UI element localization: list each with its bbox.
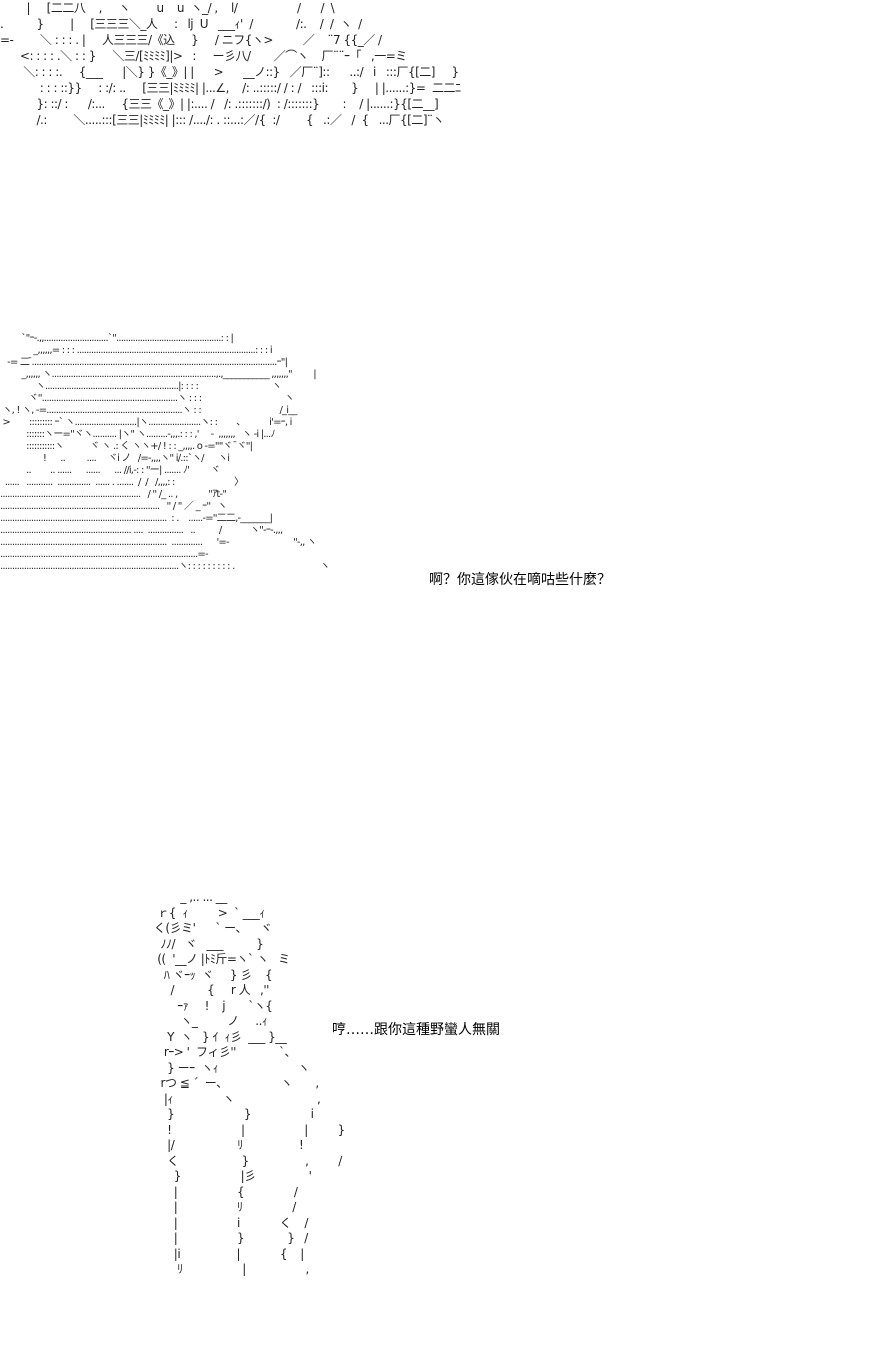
dialogue-line-1: 啊？你這傢伙在嘀咕些什麼？	[429, 572, 611, 588]
ascii-art-middle-panel: `''ｰ-.,,...........................`''..…	[0, 333, 330, 572]
ascii-art-top-panel: | [二二八 , ヽ u u ヽ_/ , l/ / / \ . } | [三三三…	[0, 1, 461, 127]
ascii-art-bottom-figure: _ ,.. ... __ ｒ{ ｨ > ` ___ｨ く(彡ミ' ` ー、 ヾ …	[153, 890, 345, 1276]
dialogue-line-2: 哼……跟你這種野蠻人無關	[332, 1022, 500, 1038]
